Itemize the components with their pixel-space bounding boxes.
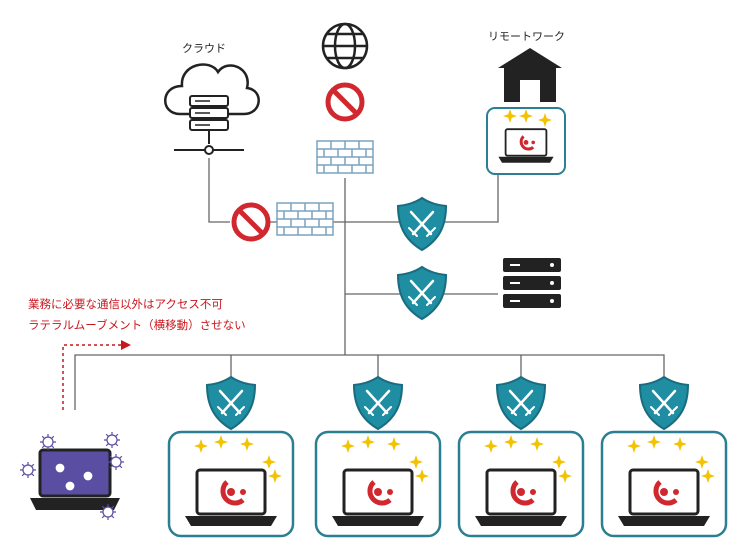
remote-laptop-card — [486, 107, 566, 175]
no-entry-icon — [328, 85, 362, 119]
firewall-icon — [316, 140, 374, 174]
shield-swords-icon — [638, 375, 690, 431]
cloud-label: クラウド — [182, 42, 226, 55]
protected-laptop-icon — [602, 432, 726, 536]
infected-laptop-icon — [19, 431, 125, 521]
shield-swords-icon — [396, 265, 448, 321]
access-restriction-note: 業務に必要な通信以外はアクセス不可 — [28, 297, 223, 311]
house-icon — [498, 48, 562, 102]
shield-swords-icon — [495, 375, 547, 431]
protected-laptop-icon — [169, 432, 293, 536]
shield-swords-icon — [205, 375, 257, 431]
server-rack-icon — [503, 258, 561, 308]
shield-swords-icon — [396, 196, 448, 252]
cloud-server-icon — [164, 63, 260, 155]
globe-icon — [321, 22, 369, 70]
protected-laptop-icon — [316, 432, 440, 536]
protected-laptop-icon — [459, 432, 583, 536]
network-lines — [74, 158, 665, 410]
shield-swords-icon — [352, 375, 404, 431]
remote-work-label: リモートワーク — [488, 30, 565, 43]
lateral-movement-arrow — [62, 340, 131, 410]
lateral-movement-note: ラテラルムーブメント（横移動）させない — [28, 318, 246, 332]
no-entry-icon — [234, 205, 268, 239]
firewall-icon — [276, 202, 334, 236]
